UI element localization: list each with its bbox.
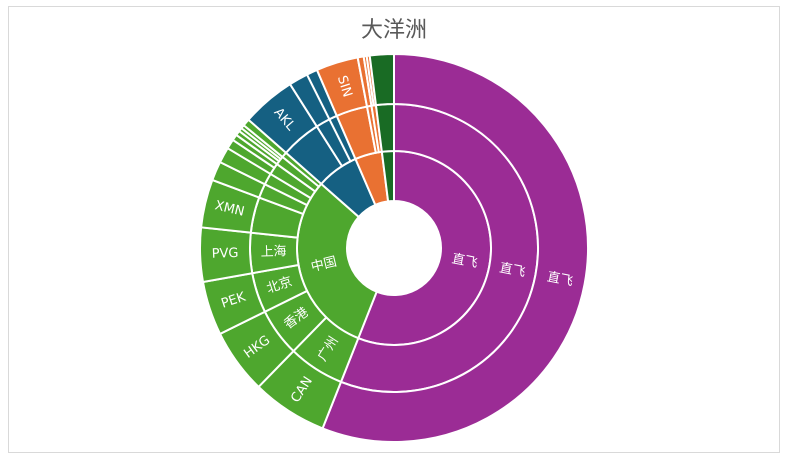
sunburst-label-pek-ring3: PEK xyxy=(219,290,247,312)
sunburst-label-sin-ring3: SIN xyxy=(334,74,355,99)
sunburst-label-直飞-ring2: 直飞 xyxy=(498,261,526,281)
chart-title: 大洋洲 xyxy=(360,18,427,43)
sunburst-segment-直飞-ring3[interactable] xyxy=(321,52,589,443)
sunburst-segment-o1-ring3[interactable] xyxy=(368,52,395,107)
sunburst-label-直飞-ring1: 直飞 xyxy=(451,252,479,272)
sunburst-label-直飞-ring3: 直飞 xyxy=(546,270,574,290)
sunburst-label-xmn-ring3: XMN xyxy=(213,198,246,219)
sunburst-label-中国-ring1: 中国 xyxy=(310,254,339,275)
sunburst-label-pvg-ring3: PVG xyxy=(211,246,238,262)
sunburst-label-上海-ring2: 上海 xyxy=(260,244,287,260)
